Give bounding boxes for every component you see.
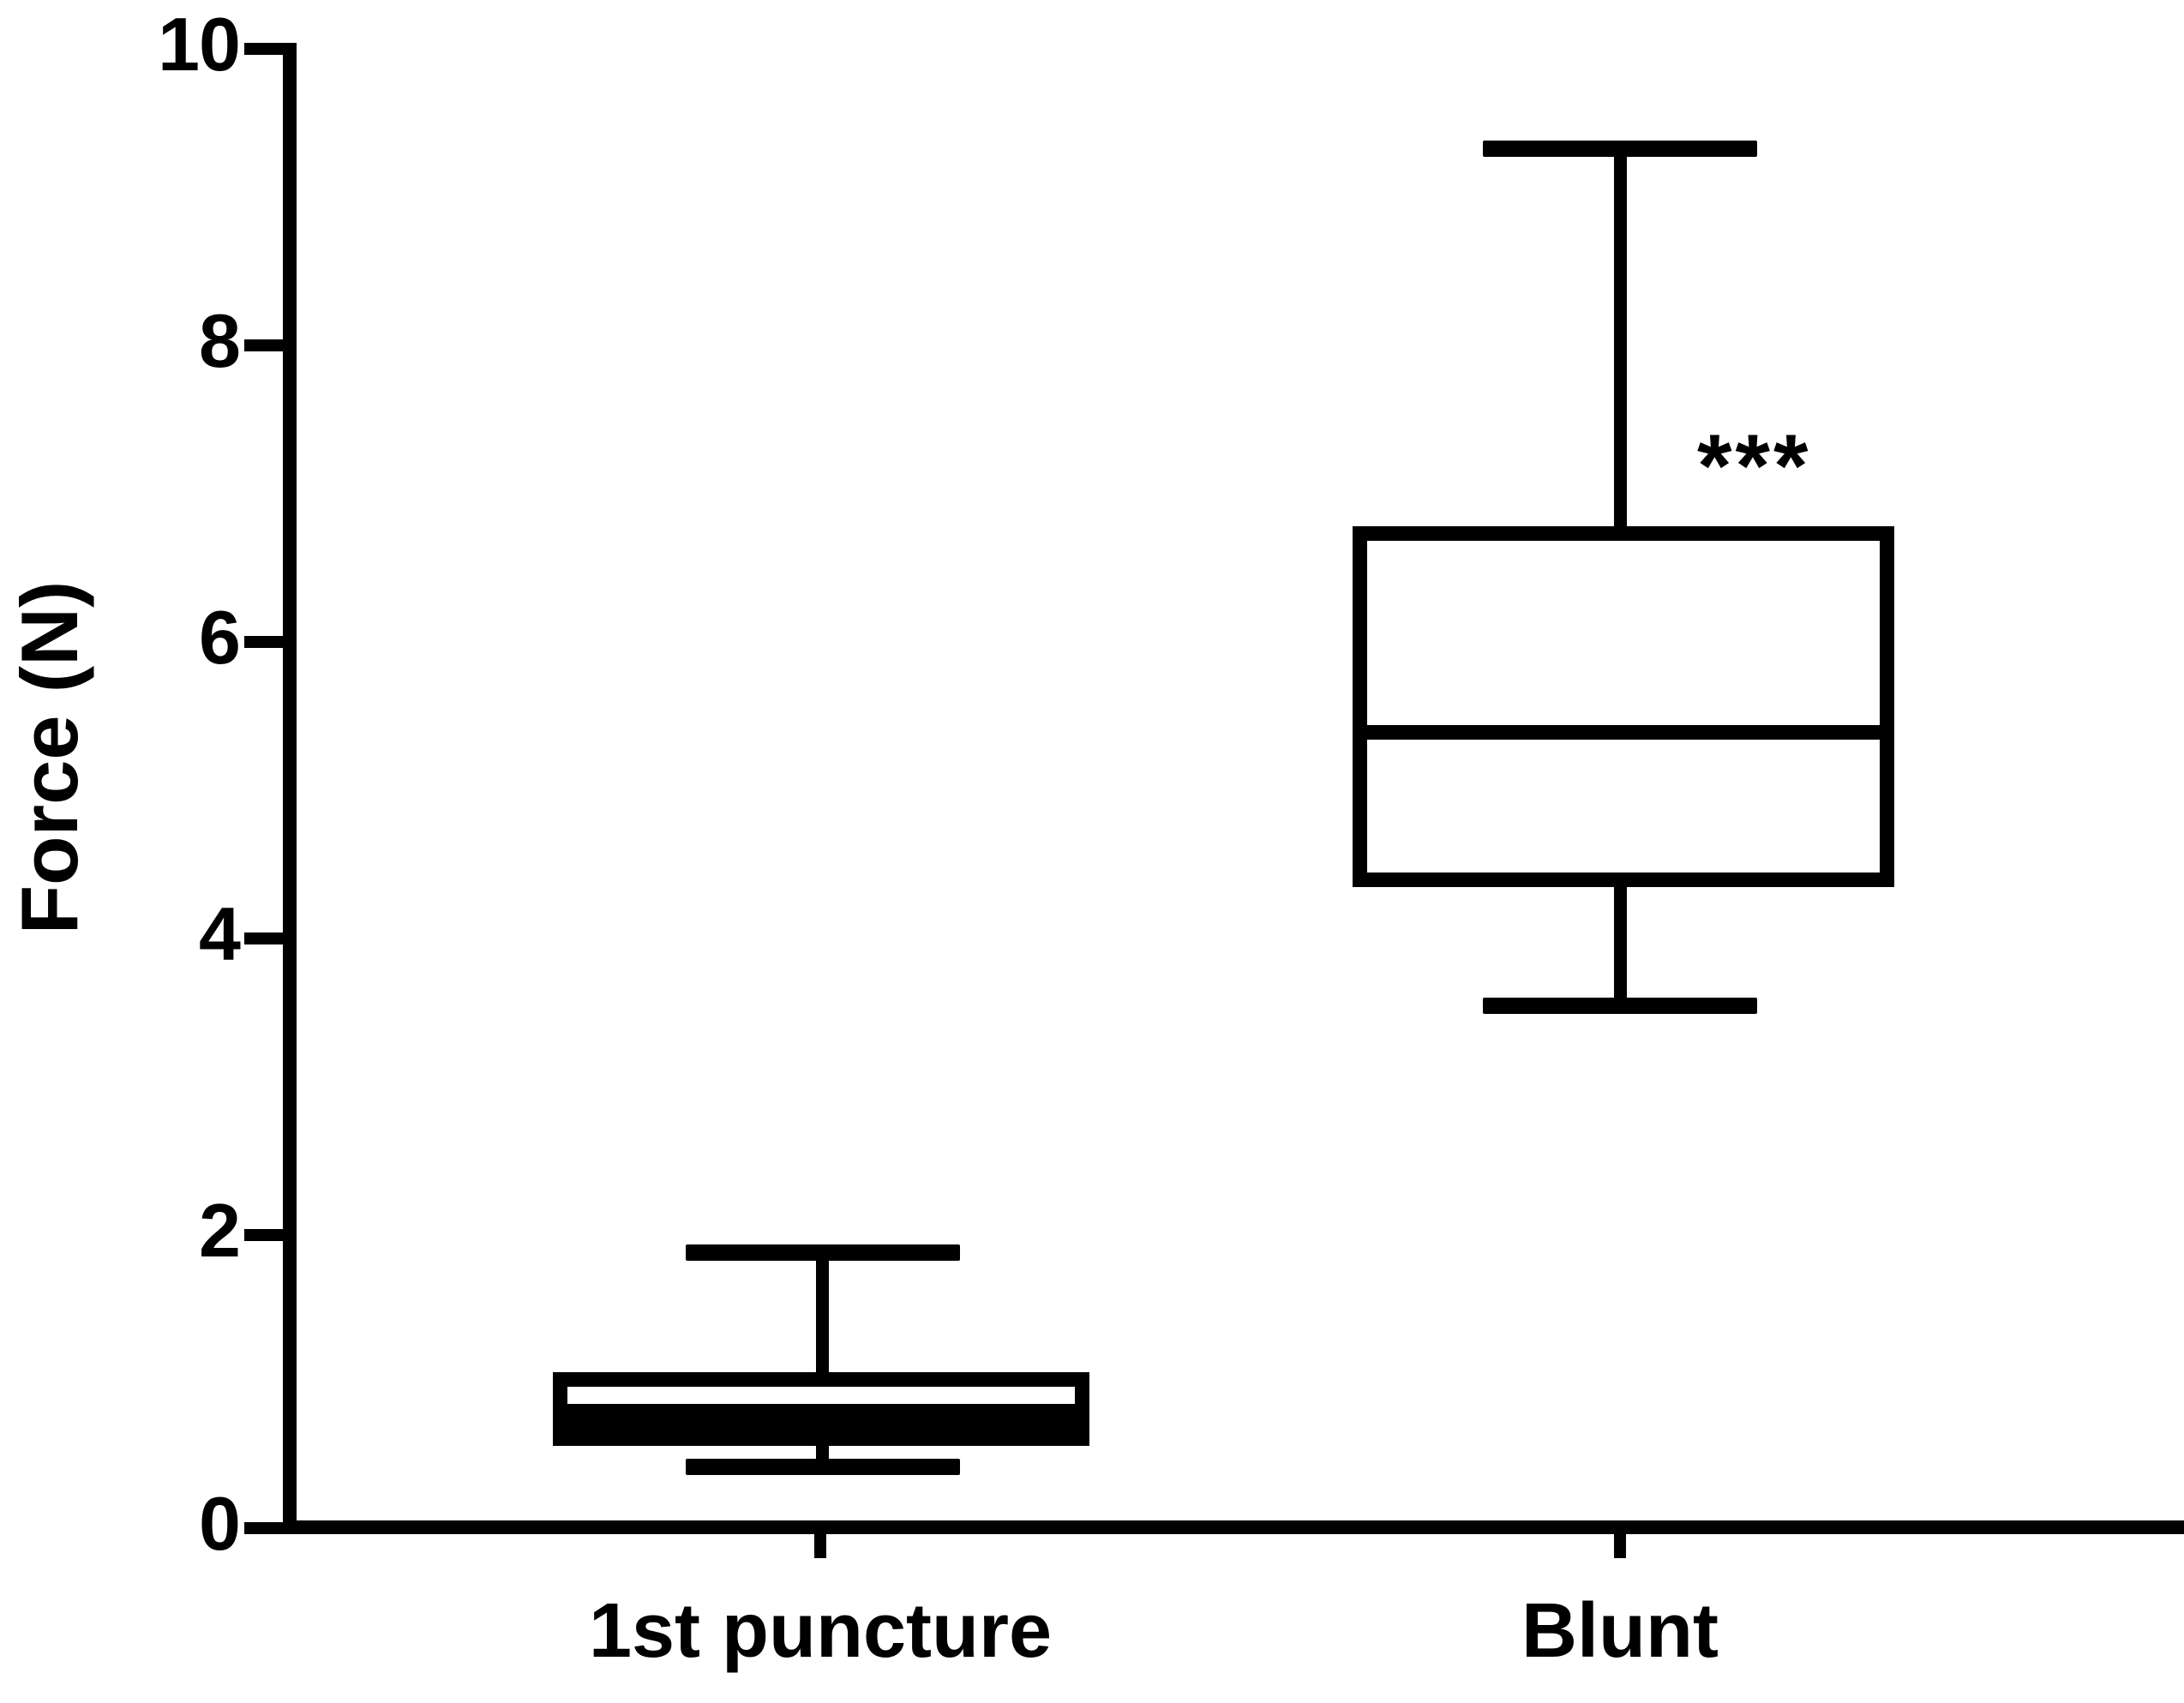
y-axis-label: Force (N) [4,580,94,935]
y-tick-label-6: 6 [199,595,241,680]
y-tick-mark-2 [244,1229,287,1241]
y-tick-mark-8 [244,339,287,351]
box1-lower-whisker-cap [686,1459,960,1475]
x-axis-label-1st-puncture: 1st puncture [588,1588,1053,1674]
y-axis-line [283,43,297,1534]
x-axis-line [283,1520,2184,1534]
y-tick-label-0: 0 [199,1481,241,1566]
y-tick-label-2: 2 [199,1188,241,1273]
y-tick-mark-6 [244,636,287,648]
significance-marker: *** [1697,417,1812,516]
box2-lower-whisker-line [1614,881,1627,1008]
y-tick-label-8: 8 [199,298,241,383]
box1-median-band [553,1404,1089,1446]
box2-median-line [1353,725,1894,740]
y-tick-mark-10 [244,43,287,55]
y-tick-mark-4 [244,932,287,944]
box1-upper-whisker-line [816,1251,829,1378]
x-tick-mark-blunt [1614,1532,1626,1558]
y-tick-label-10: 10 [158,2,241,87]
x-tick-mark-1st-puncture [814,1532,826,1558]
y-tick-label-4: 4 [199,891,241,976]
box2-lower-whisker-cap [1483,998,1757,1014]
x-axis-label-blunt: Blunt [1521,1588,1719,1674]
box2-iqr-rect [1353,526,1894,887]
box2-upper-whisker-line [1614,147,1627,533]
y-tick-mark-0 [244,1522,287,1534]
